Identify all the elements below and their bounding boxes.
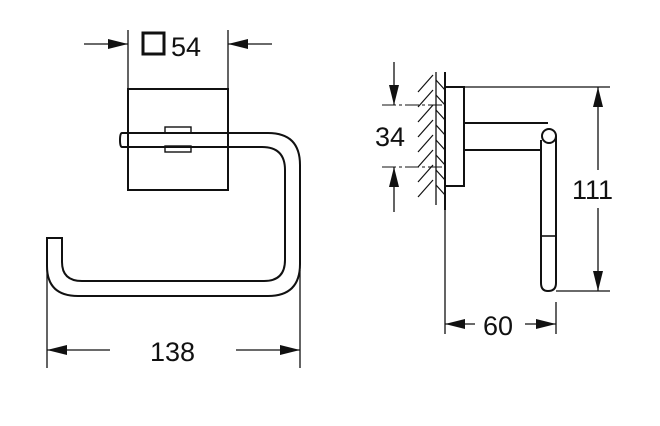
front-view: [46, 88, 301, 297]
rosette-block: [127, 88, 229, 191]
dimension-54: [84, 30, 272, 89]
dimension-label-34: 34: [375, 122, 405, 152]
paper-arm: [540, 136, 557, 293]
dimension-label-138: 138: [150, 337, 195, 367]
dimension-label-60: 60: [483, 311, 513, 341]
square-symbol-icon: [141, 31, 166, 56]
dimension-111: [464, 86, 610, 292]
dimension-label-111: 111: [572, 175, 613, 205]
dimension-label-54: 54: [171, 32, 201, 62]
dimension-138: [46, 240, 301, 368]
side-view: [382, 72, 557, 293]
dimension-60: [444, 210, 557, 334]
side-rosette: [444, 86, 465, 187]
wall-hatching: [417, 74, 446, 198]
hanger-arm-outer: [46, 132, 301, 297]
pivot-circle: [541, 128, 557, 144]
